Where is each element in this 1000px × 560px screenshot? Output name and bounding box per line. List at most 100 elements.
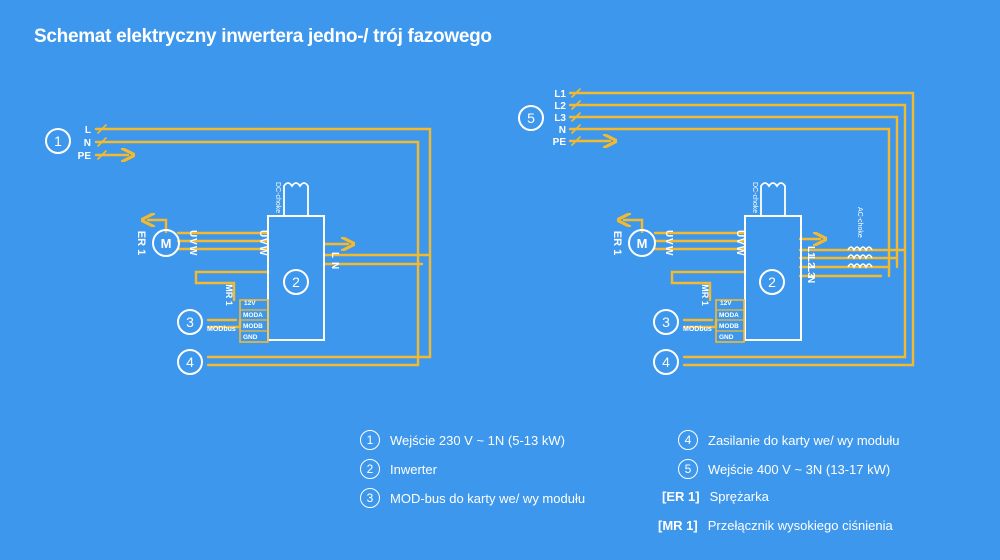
legend-key-2: 2 <box>360 459 380 479</box>
right-dc-choke-label: DC-choke <box>751 182 758 213</box>
right-input-l3: L3 <box>554 113 566 124</box>
right-terminal-moda: MODA <box>719 312 739 319</box>
right-motor <box>628 229 656 257</box>
right-motor-label: M <box>637 236 648 251</box>
left-marker-inverter <box>283 269 309 295</box>
left-motor <box>152 229 180 257</box>
legend-key-4: 4 <box>678 430 698 450</box>
legend-text-mr1: Przełącznik wysokiego ciśnienia <box>707 518 893 533</box>
left-phase-w: W <box>257 246 268 256</box>
right-output-n: N <box>805 276 816 283</box>
left-output-l: L <box>329 252 340 258</box>
left-diagram <box>94 124 432 367</box>
legend-text-5: Wejście 400 V ~ 3N (13-17 kW) <box>708 461 891 477</box>
left-marker-modbus <box>177 309 203 335</box>
right-terminal-modb: MODB <box>719 323 739 330</box>
right-input-l1: L1 <box>554 89 566 100</box>
left-motor-phase-v: V <box>187 238 198 245</box>
right-phase-w: W <box>734 246 745 256</box>
right-marker-inverter-label: 2 <box>768 274 776 290</box>
right-ac-choke-label: AC-choke <box>856 207 863 238</box>
left-marker-inverter-label: 2 <box>292 274 300 290</box>
legend-item-4: 4 Zasilanie do karty we/ wy modułu <box>678 430 899 450</box>
right-marker-input-label: 5 <box>527 110 535 126</box>
right-ac-choke <box>847 246 873 269</box>
right-output-l3: L3 <box>805 266 816 278</box>
left-marker-input <box>45 128 71 154</box>
right-wire-l3 <box>568 115 899 269</box>
right-marker-input <box>518 105 544 131</box>
legend-item-2: 2 Inwerter <box>360 459 437 479</box>
left-input-pe: PE <box>78 151 92 162</box>
left-dc-choke-label: DC-choke <box>274 182 281 213</box>
legend-text-er1: Sprężarka <box>709 489 769 504</box>
right-input-pe: PE <box>553 137 567 148</box>
legend-item-er1: [ER 1] Sprężarka <box>662 489 769 504</box>
right-motor-tag: ER 1 <box>611 231 623 255</box>
right-inverter-box <box>744 215 802 341</box>
right-dc-choke <box>760 182 786 216</box>
left-inverter-box <box>267 215 325 341</box>
left-motor-label: M <box>161 236 172 251</box>
right-switch-tag: MR 1 <box>700 284 710 306</box>
left-terminal-moda: MODA <box>243 312 263 319</box>
legend-text-1: Wejście 230 V ~ 1N (5-13 kW) <box>390 432 565 448</box>
right-terminal-block <box>715 299 745 343</box>
right-marker-modbus-label: 3 <box>662 314 670 330</box>
left-phase-u: U <box>257 230 268 237</box>
legend-item-3: 3 MOD-bus do karty we/ wy modułu <box>360 488 585 508</box>
right-motor-phase-w: W <box>663 246 674 256</box>
left-modbus-label: MODbus <box>207 326 236 333</box>
right-wire-n <box>568 127 891 278</box>
left-marker-input-label: 1 <box>54 133 62 149</box>
left-marker-power-label: 4 <box>186 354 194 370</box>
right-marker-modbus <box>653 309 679 335</box>
left-input-n: N <box>84 138 91 149</box>
right-phase-v: V <box>734 238 745 245</box>
legend-text-3: MOD-bus do karty we/ wy modułu <box>390 490 586 506</box>
right-wire-l2 <box>568 103 907 359</box>
right-marker-power <box>653 349 679 375</box>
legend-key-er1: [ER 1] <box>662 489 700 504</box>
left-phase-v: V <box>257 238 268 245</box>
legend-text-2: Inwerter <box>390 461 437 477</box>
left-input-l: L <box>85 125 91 136</box>
right-terminal-12v: 12V <box>720 300 732 307</box>
left-terminal-block <box>239 299 269 343</box>
left-wire-l2 <box>206 127 432 359</box>
left-motor-tag: ER 1 <box>135 231 147 255</box>
right-phase-u: U <box>734 230 745 237</box>
right-input-l2: L2 <box>554 101 566 112</box>
left-switch-tag: MR 1 <box>224 284 234 306</box>
right-motor-phase-u: U <box>663 230 674 237</box>
page-title: Schemat elektryczny inwertera jedno-/ tr… <box>34 26 492 47</box>
right-output-l2: L2 <box>805 256 816 268</box>
right-marker-inverter <box>759 269 785 295</box>
right-wire-l1 <box>568 91 915 367</box>
legend-item-5: 5 Wejście 400 V ~ 3N (13-17 kW) <box>678 459 890 479</box>
left-output-n: N <box>329 262 340 269</box>
left-terminal-gnd: GND <box>243 334 258 341</box>
right-motor-phase-v: V <box>663 238 674 245</box>
left-marker-modbus-label: 3 <box>186 314 194 330</box>
legend-item-1: 1 Wejście 230 V ~ 1N (5-13 kW) <box>360 430 565 450</box>
left-terminal-modb: MODB <box>243 323 263 330</box>
left-motor-phase-w: W <box>187 246 198 256</box>
legend-key-mr1: [MR 1] <box>658 518 698 533</box>
legend-key-5: 5 <box>678 459 698 479</box>
left-motor-phase-u: U <box>187 230 198 237</box>
right-output-l1: L1 <box>805 246 816 258</box>
right-terminal-gnd: GND <box>719 334 734 341</box>
right-input-n: N <box>559 125 566 136</box>
right-diagram <box>568 88 915 367</box>
right-modbus-label: MODbus <box>683 326 712 333</box>
right-marker-power-label: 4 <box>662 354 670 370</box>
legend-item-mr1: [MR 1] Przełącznik wysokiego ciśnienia <box>658 518 893 533</box>
legend-key-1: 1 <box>360 430 380 450</box>
left-terminal-12v: 12V <box>244 300 256 307</box>
left-dc-choke <box>283 182 309 216</box>
legend-text-4: Zasilanie do karty we/ wy modułu <box>708 432 900 448</box>
left-marker-power <box>177 349 203 375</box>
